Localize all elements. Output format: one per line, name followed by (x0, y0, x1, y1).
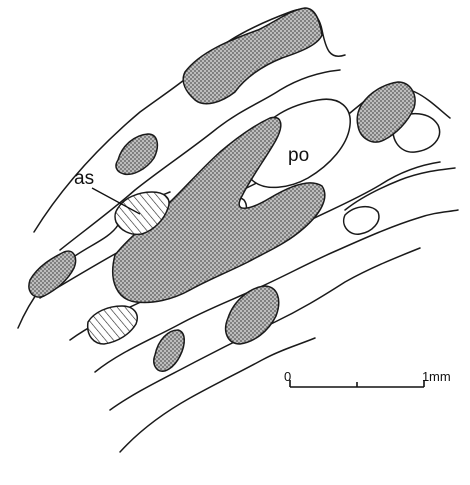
grain-boundary-bottom-edge (120, 338, 315, 452)
stippled-left-strip (29, 251, 76, 297)
scale-bar: 0 1 mm (284, 369, 451, 387)
grain-right-small (344, 207, 379, 235)
scale-bar-start-label: 0 (284, 369, 291, 384)
scale-bar-unit: mm (429, 369, 451, 384)
stippled-lower-left-small (154, 330, 185, 371)
stippled-top (183, 8, 322, 104)
hatched-lower-grain (88, 306, 138, 344)
label-po: po (288, 145, 309, 166)
label-as: as (74, 168, 94, 189)
stippled-upper-left-small (116, 134, 157, 174)
stippled-lower-middle (226, 286, 279, 344)
stippled-regions (29, 8, 415, 371)
